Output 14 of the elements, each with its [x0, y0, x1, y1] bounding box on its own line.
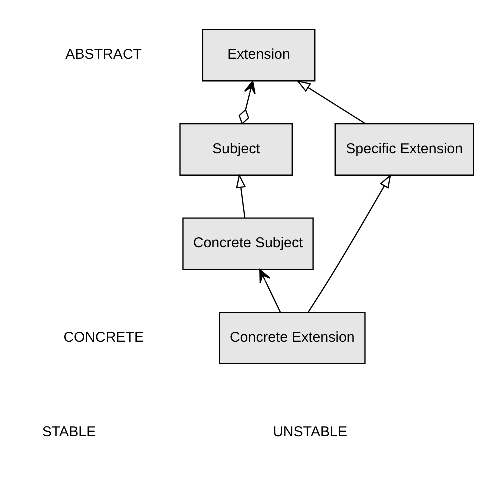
- label: UNSTABLE: [273, 424, 348, 440]
- node-box: Subject: [180, 122, 294, 176]
- label: STABLE: [42, 424, 96, 440]
- arrow: [260, 268, 282, 312]
- arrow: [238, 80, 256, 124]
- arrow: [296, 80, 366, 124]
- node-box: Concrete Subject: [182, 217, 314, 270]
- label: ABSTRACT: [66, 46, 142, 63]
- arrow: [236, 173, 246, 218]
- node-box: Extension: [202, 28, 316, 82]
- node-box: Concrete Extension: [219, 312, 366, 364]
- label: CONCRETE: [64, 329, 144, 346]
- arrow: [308, 174, 392, 312]
- node-box: Specific Extension: [334, 122, 474, 176]
